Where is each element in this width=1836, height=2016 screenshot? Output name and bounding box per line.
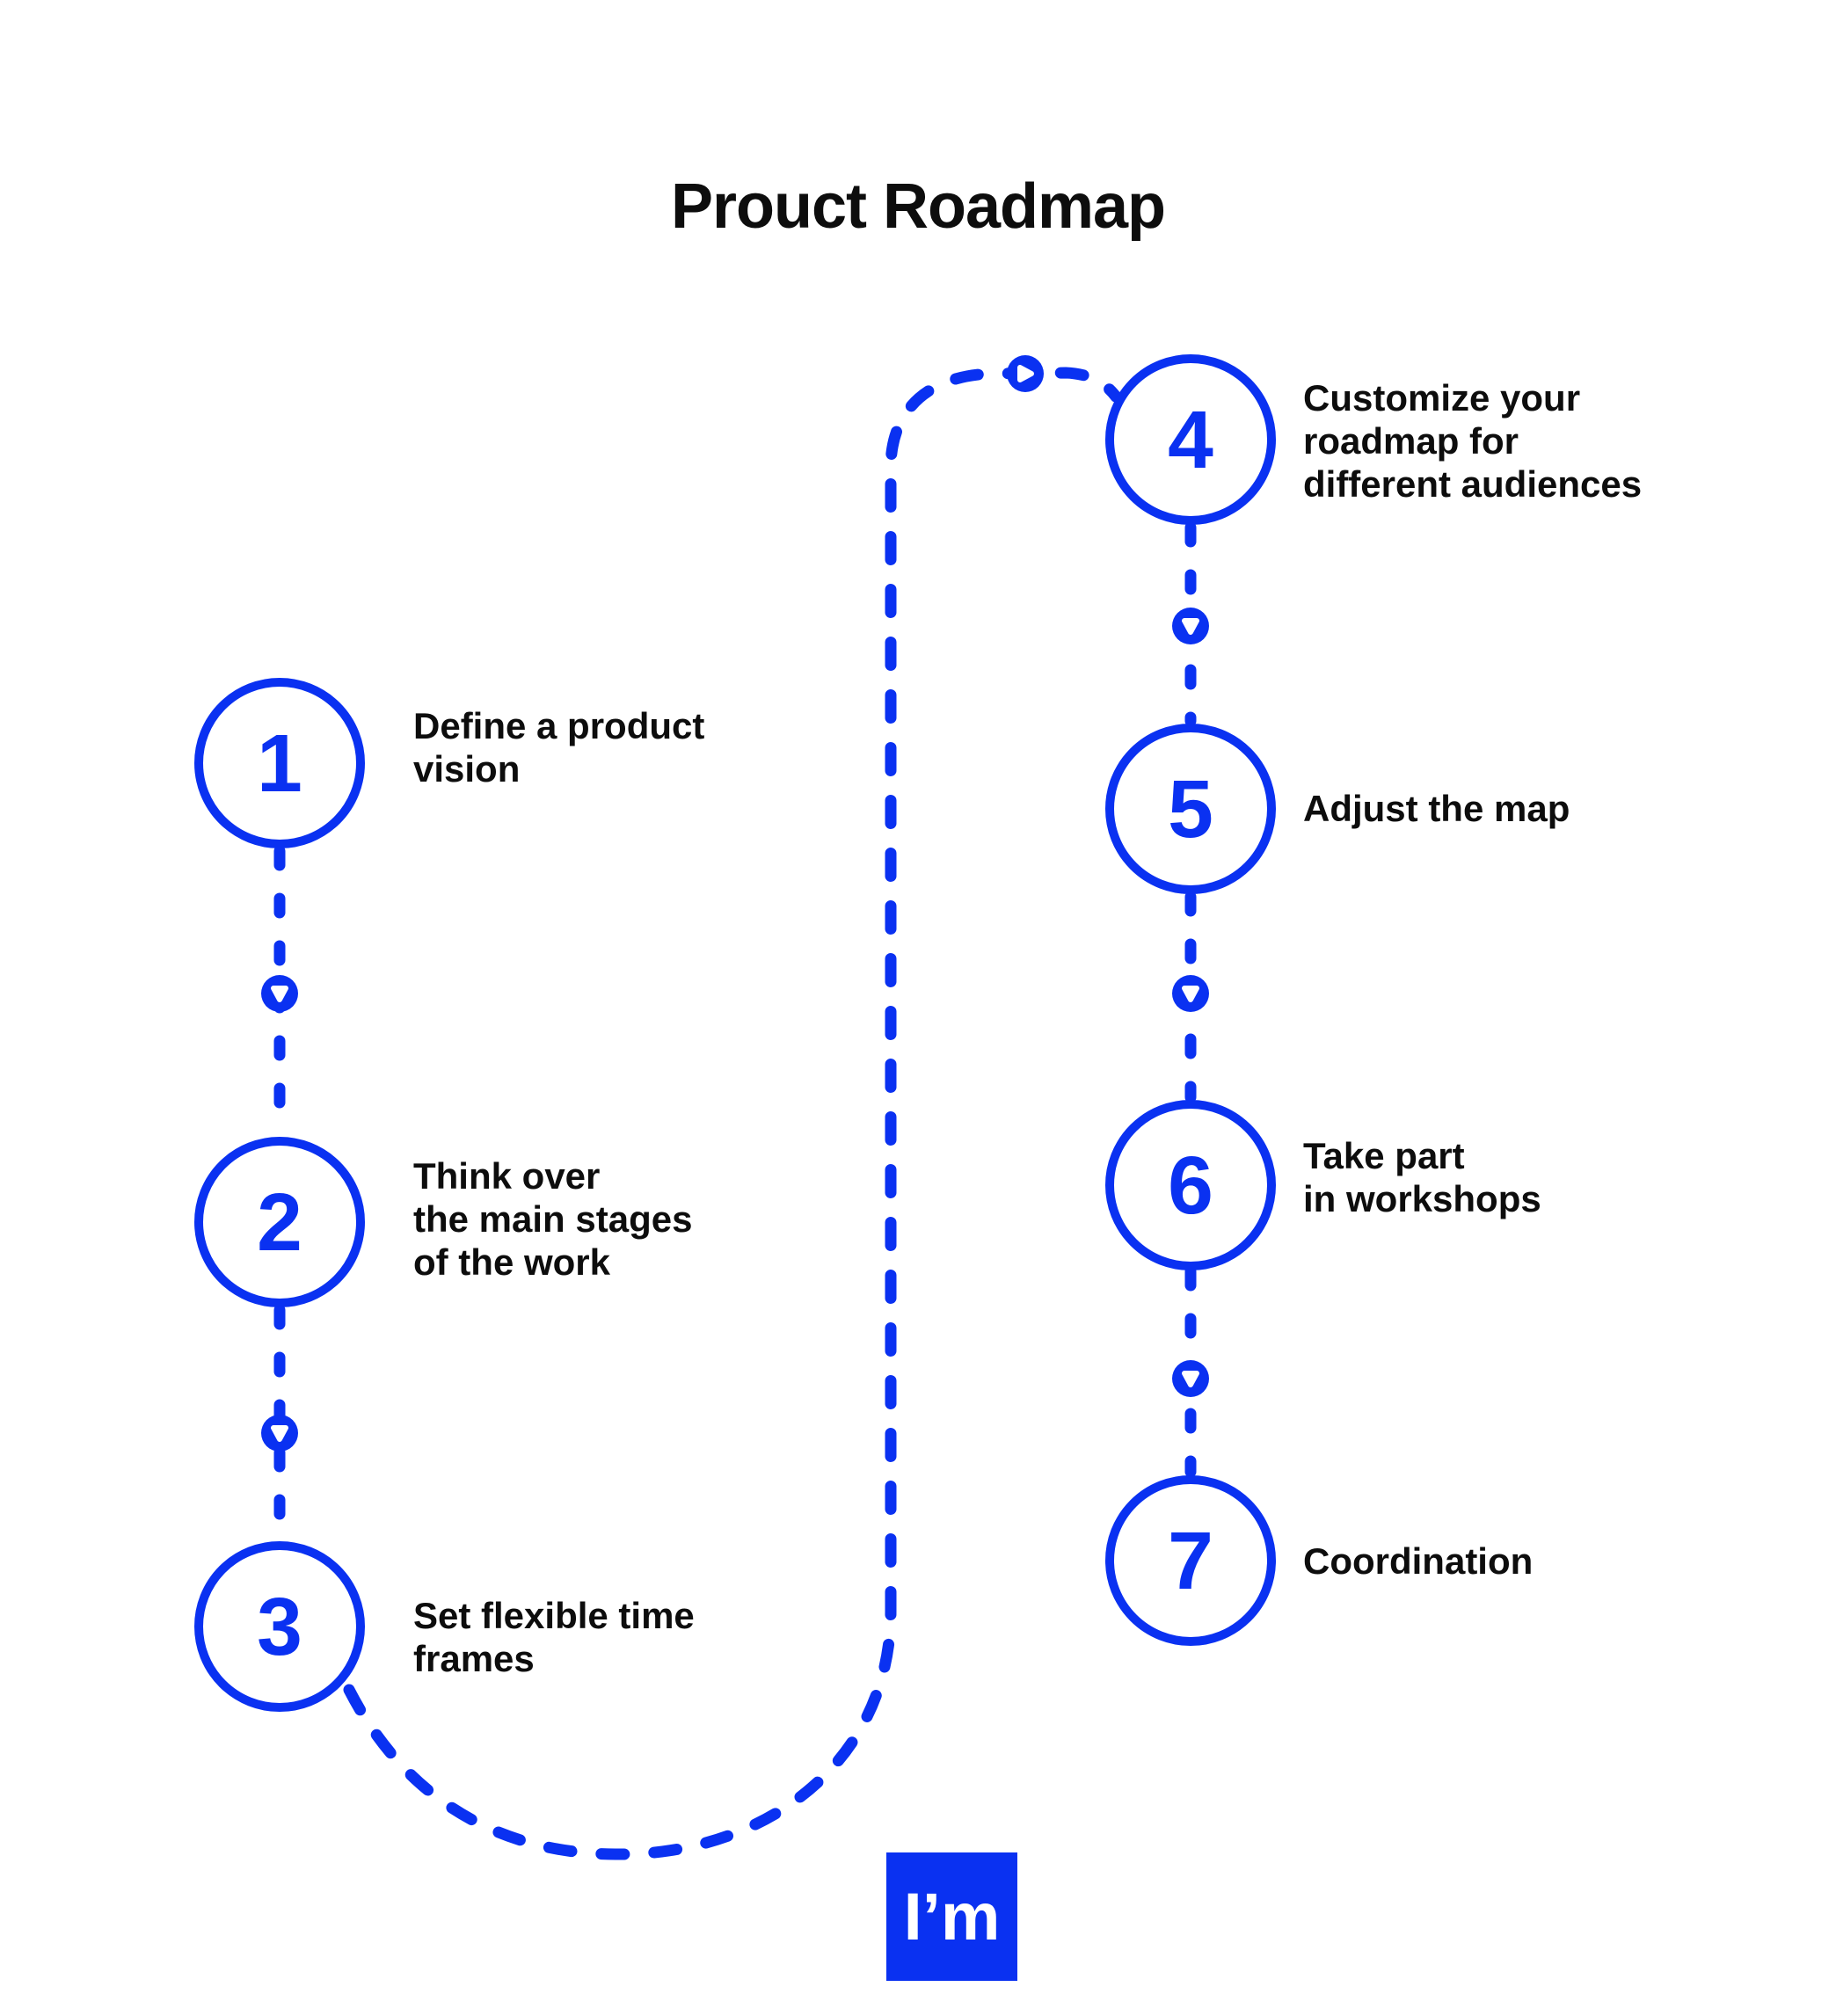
step-circle-4: 4 xyxy=(1105,354,1276,525)
brand-logo: I’m xyxy=(886,1852,1017,1981)
step-label-line: of the work xyxy=(413,1241,611,1283)
step-label-6: Take part in workshops xyxy=(1303,1134,1541,1220)
arrow-down-icon xyxy=(261,975,298,1012)
step-circle-5: 5 xyxy=(1105,724,1276,894)
step-label-line: Define a product xyxy=(413,705,705,746)
step-number: 6 xyxy=(1168,1139,1213,1231)
step-label-line: Think over xyxy=(413,1155,601,1197)
step-number: 2 xyxy=(257,1175,302,1268)
step-label-3: Set flexible time frames xyxy=(413,1594,695,1680)
step-label-line: vision xyxy=(413,748,521,790)
step-number: 4 xyxy=(1168,393,1213,485)
step-circle-3: 3 xyxy=(194,1541,365,1712)
step-circle-2: 2 xyxy=(194,1137,365,1307)
step-circle-7: 7 xyxy=(1105,1475,1276,1646)
step-label-line: Customize your xyxy=(1303,377,1581,418)
step-label-line: the main stages xyxy=(413,1198,693,1240)
step-label-line: Adjust the map xyxy=(1303,788,1570,829)
step-label-line: Take part xyxy=(1303,1135,1465,1176)
step-label-2: Think over the main stages of the work xyxy=(413,1154,692,1284)
step-label-1: Define a product vision xyxy=(413,704,704,790)
step-number: 1 xyxy=(257,717,302,809)
step-circle-6: 6 xyxy=(1105,1100,1276,1270)
step-label-5: Adjust the map xyxy=(1303,787,1570,830)
step-label-line: Coordination xyxy=(1303,1540,1534,1582)
page-title: Prouct Roadmap xyxy=(670,171,1166,242)
arrow-down-icon xyxy=(1172,975,1209,1012)
step-number: 7 xyxy=(1168,1514,1213,1606)
arrow-down-icon xyxy=(1172,608,1209,644)
step-label-line: Set flexible time xyxy=(413,1595,695,1636)
step-label-line: roadmap for xyxy=(1303,420,1519,462)
step-number: 5 xyxy=(1168,762,1213,855)
step-number: 3 xyxy=(257,1580,302,1672)
step-label-line: different audiences xyxy=(1303,463,1643,505)
step-label-line: in workshops xyxy=(1303,1178,1541,1219)
brand-logo-text: I’m xyxy=(903,1879,1001,1954)
flow-curve-3-to-4 xyxy=(343,367,1122,1860)
arrow-down-icon xyxy=(261,1415,298,1452)
arrow-down-icon xyxy=(1172,1360,1209,1397)
step-label-7: Coordination xyxy=(1303,1539,1533,1583)
step-label-4: Customize your roadmap for different aud… xyxy=(1303,376,1642,506)
step-label-line: frames xyxy=(413,1638,535,1679)
arrow-right-icon xyxy=(1007,355,1044,392)
step-circle-1: 1 xyxy=(194,678,365,848)
